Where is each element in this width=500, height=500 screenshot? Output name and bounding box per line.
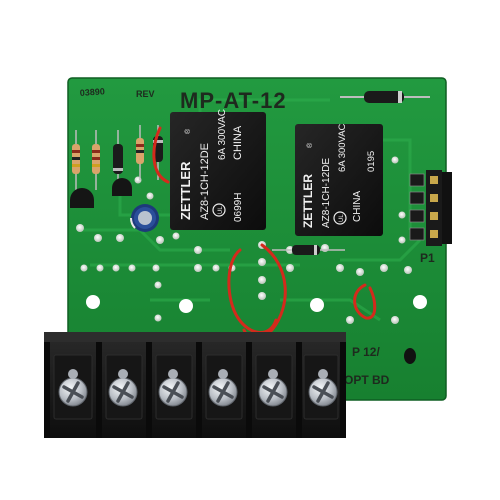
side-label-2: OPT BD xyxy=(344,373,390,387)
ul-mark-icon: UL xyxy=(333,211,347,225)
terminal-block xyxy=(44,332,346,438)
capacitor xyxy=(129,204,159,232)
relay-1-rating: 6A 300VAC xyxy=(217,109,228,160)
mounting-hole xyxy=(413,295,427,309)
terminal-screw-icon[interactable] xyxy=(58,369,88,407)
relay-2-registered: ® xyxy=(306,142,314,148)
rev-label: REV xyxy=(136,89,155,99)
jumper-wire xyxy=(227,248,278,334)
relay-2-origin: CHINA xyxy=(352,191,363,222)
terminal-screw-icon[interactable] xyxy=(108,369,138,407)
mounting-holes xyxy=(86,295,427,313)
svg-text:UL: UL xyxy=(339,214,345,222)
mounting-hole xyxy=(310,298,324,312)
jumper-wire xyxy=(152,126,170,184)
relay-2-brand: ZETTLER xyxy=(301,174,315,228)
relay-1-brand: ZETTLER xyxy=(178,161,193,220)
serial-sticker: 03890 xyxy=(79,86,105,98)
small-diode xyxy=(272,245,345,255)
header-connector xyxy=(409,170,452,246)
terminal-screw-icon[interactable] xyxy=(158,369,188,407)
solder-pads xyxy=(76,126,412,324)
left-components xyxy=(72,125,163,190)
terminal-screw-icon[interactable] xyxy=(258,369,288,407)
relay-1-origin: CHINA xyxy=(232,125,244,160)
relay-2-model: AZ8-1CH-12DE xyxy=(321,158,332,228)
diode-top xyxy=(340,91,430,103)
part-number: MP-AT-12 xyxy=(180,88,287,113)
mounting-hole xyxy=(179,299,193,313)
relay-1-model: AZ8-1CH-12DE xyxy=(199,143,211,220)
mounting-hole xyxy=(86,295,100,309)
side-label-1: P 12/ xyxy=(352,345,380,359)
silkscreen: 03890 REV MP-AT-12 P1 P 12/ OPT BD xyxy=(79,86,435,387)
relay-1: ZETTLER ® AZ8-1CH-12DE 6A 300VAC CHINA 0… xyxy=(170,109,266,230)
connector-label: P1 xyxy=(420,251,435,265)
jumper-wire xyxy=(353,283,377,320)
svg-text:UL: UL xyxy=(218,206,224,214)
terminal-screw-icon[interactable] xyxy=(208,369,238,407)
relay-2: ZETTLER ® AZ8-1CH-12DE 6A 300VAC CHINA 0… xyxy=(295,123,383,236)
relay-1-date-code: 0699H xyxy=(233,193,244,222)
relay-2-date-code: 0195 xyxy=(366,151,377,172)
transistors xyxy=(70,178,132,208)
terminal-screw-icon[interactable] xyxy=(308,369,338,407)
terminal-screws xyxy=(58,369,338,407)
relay-2-rating: 6A 300VAC xyxy=(337,123,348,172)
marker-dot xyxy=(404,348,416,364)
relay-1-registered: ® xyxy=(184,128,192,134)
ul-mark-icon: UL xyxy=(212,203,226,217)
